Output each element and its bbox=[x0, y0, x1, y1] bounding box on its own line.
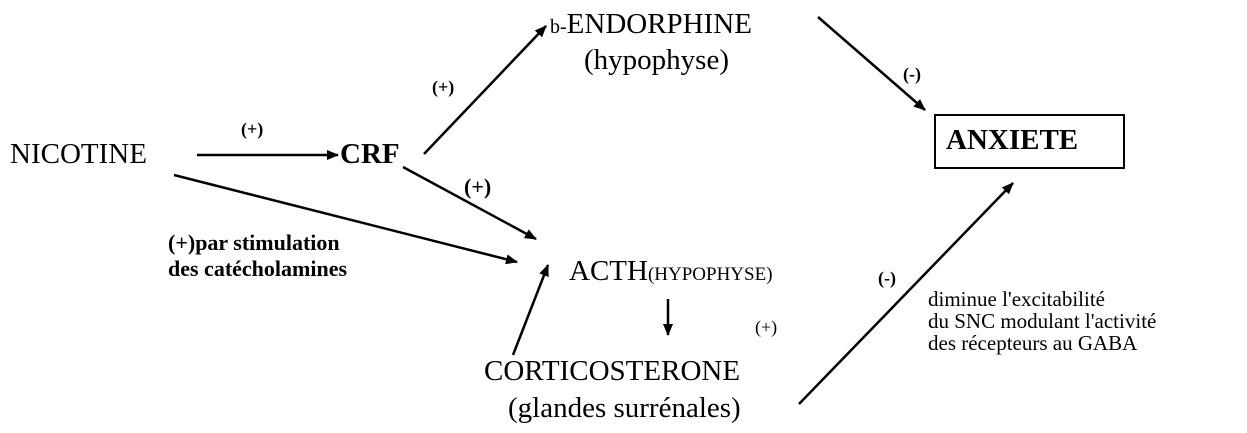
node-b-endorphine: b-ENDORPHINE bbox=[550, 10, 752, 39]
arrow-corticosterone-to-acth bbox=[511, 264, 550, 356]
arrow-nicotine-to-acth bbox=[173, 173, 518, 265]
sign-endorphine-to-anxiete: (-) bbox=[903, 64, 921, 84]
annotation-gaba-line-3: des récepteurs au GABA bbox=[928, 331, 1138, 355]
node-acth: ACTH(HYPOPHYSE) bbox=[569, 257, 773, 286]
node-nicotine: NICOTINE bbox=[10, 138, 147, 170]
annotation-gaba: diminue l'excitabilité du SNC modulant l… bbox=[928, 288, 1156, 354]
node-anxiete: ANXIETE bbox=[946, 124, 1079, 156]
arrow-crf-to-acth bbox=[402, 165, 537, 241]
node-corticosterone-source: (glandes surrénales) bbox=[508, 392, 741, 424]
node-corticosterone: CORTICOSTERONE bbox=[484, 355, 741, 387]
node-b-endorphine-source: (hypophyse) bbox=[584, 44, 729, 76]
b-prefix: b- bbox=[550, 16, 567, 38]
sign-crf-to-acth: (+) bbox=[464, 174, 492, 199]
anxiete-box bbox=[934, 114, 1125, 169]
arrow-corticosterone-to-anxiete bbox=[798, 182, 1014, 405]
acth-label: ACTH bbox=[569, 255, 648, 287]
sign-crf-to-endorphine: (+) bbox=[432, 77, 455, 97]
b-endorphine-label: ENDORPHINE bbox=[566, 8, 752, 40]
sign-corticosterone-to-anxiete: (-) bbox=[878, 268, 896, 288]
node-crf: CRF bbox=[340, 138, 400, 170]
annotation-catecholamines-line-2: des catécholamines bbox=[168, 256, 348, 281]
sign-acth-to-corticosterone: (+) bbox=[755, 317, 778, 337]
sign-nicotine-to-crf: (+) bbox=[241, 119, 264, 139]
annotation-catecholamines-line-1: (+)par stimulation bbox=[168, 230, 340, 255]
acth-source: (HYPOPHYSE) bbox=[647, 264, 773, 285]
arrow-crf-to-endorphine bbox=[423, 25, 547, 155]
annotation-gaba-line-2: du SNC modulant l'activité bbox=[928, 309, 1157, 333]
arrow-endorphine-to-anxiete bbox=[817, 16, 926, 111]
annotation-catecholamines: (+)par stimulation des catécholamines bbox=[168, 230, 347, 282]
annotation-gaba-line-1: diminue l'excitabilité bbox=[928, 287, 1105, 311]
